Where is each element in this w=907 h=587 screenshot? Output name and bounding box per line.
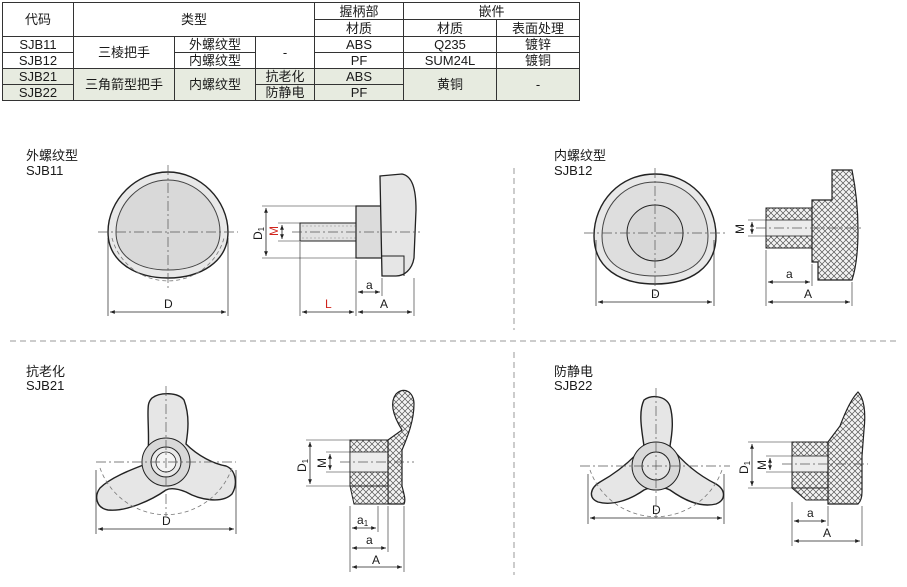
- row-thread: 内螺纹型: [174, 52, 256, 69]
- drawing-code: SJB11: [26, 163, 64, 178]
- dim-l: L: [325, 297, 332, 311]
- row-grip: PF: [314, 52, 404, 69]
- row-thread: 内螺纹型: [174, 68, 256, 101]
- dim-m: M: [267, 226, 281, 236]
- header-surface: 表面处理: [496, 19, 580, 37]
- dim-a: a: [786, 267, 793, 281]
- dim-m: M: [733, 224, 747, 234]
- sjb12-front-view: D: [584, 168, 726, 306]
- sjb12-side-view: M a A: [733, 169, 862, 306]
- dim-d1-sub: 1: [301, 458, 310, 463]
- dim-a1: a1: [357, 513, 369, 528]
- drawing-code: SJB21: [26, 378, 65, 393]
- sjb21-side-view: D1 M a1 a A: [295, 389, 415, 572]
- dim-d1: D1: [251, 226, 266, 240]
- drawing-code: SJB12: [554, 163, 593, 178]
- dim-m: M: [315, 458, 329, 468]
- dim-a1-main: a: [357, 513, 364, 527]
- drawing-title: 内螺纹型: [554, 148, 607, 163]
- header-code: 代码: [2, 2, 74, 37]
- spec-table: 代码 类型 握柄部 嵌件 材质 材质 表面处理 SJB11 三棱把手 外螺纹型 …: [2, 2, 580, 101]
- dim-a1-sub: 1: [364, 519, 369, 528]
- drawing-title: 外螺纹型: [26, 148, 79, 163]
- dim-A: A: [804, 287, 812, 301]
- row-grip: PF: [314, 84, 404, 101]
- row-extra: -: [255, 36, 315, 69]
- dim-d1-main: D: [251, 231, 265, 240]
- dim-d1-sub: 1: [257, 226, 266, 231]
- sjb22-front-view: D: [580, 388, 730, 524]
- sjb11-front-view: D: [98, 165, 238, 316]
- dim-a: a: [366, 533, 373, 547]
- dim-d1-main: D: [295, 463, 309, 472]
- dim-d1-sub: 1: [743, 460, 752, 465]
- row-surface: -: [496, 68, 580, 101]
- row-shape: 三角箭型把手: [73, 68, 175, 101]
- dim-d1-main: D: [737, 465, 751, 474]
- dim-d1: D1: [737, 460, 752, 474]
- row-code: SJB22: [2, 84, 74, 101]
- dim-A: A: [823, 526, 831, 540]
- sjb11-side-view: D1 M L a A: [251, 173, 420, 316]
- drawing-title: 防静电: [554, 364, 594, 379]
- dim-d: D: [164, 297, 173, 311]
- row-code: SJB11: [2, 36, 74, 53]
- sjb22-side-view: D1 M a A: [737, 391, 868, 546]
- dim-a: a: [366, 278, 373, 292]
- dim-d: D: [652, 503, 661, 517]
- row-insert: Q235: [403, 36, 497, 53]
- row-extra: 防静电: [255, 84, 315, 101]
- drawing-code: SJB22: [554, 378, 593, 393]
- row-insert: 黄铜: [403, 68, 497, 101]
- dim-m: M: [755, 460, 769, 470]
- drawing-title: 抗老化: [26, 364, 66, 379]
- dim-A: A: [372, 553, 380, 567]
- dim-d: D: [651, 287, 660, 301]
- dim-d1: D1: [295, 458, 310, 472]
- sjb21-front-view: D: [95, 386, 237, 534]
- header-type: 类型: [73, 2, 315, 37]
- row-grip: ABS: [314, 68, 404, 85]
- dim-d: D: [162, 514, 171, 528]
- dim-A: A: [380, 297, 388, 311]
- dim-a: a: [807, 506, 814, 520]
